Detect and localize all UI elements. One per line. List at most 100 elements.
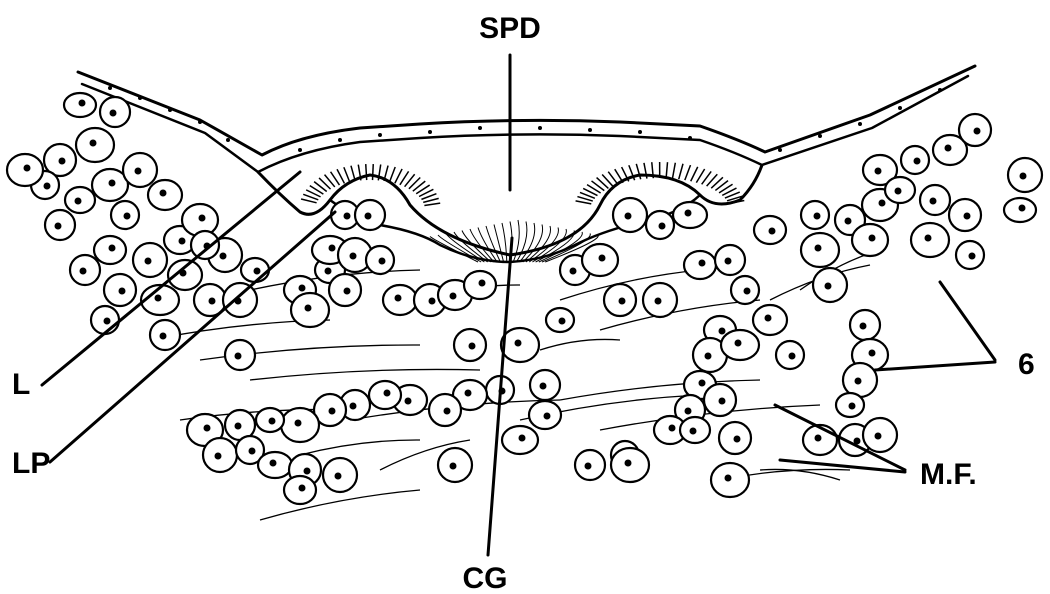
epithelium-nucleus — [898, 106, 902, 110]
cell-nucleus — [685, 210, 692, 217]
cilium — [423, 198, 438, 202]
cell-nucleus — [705, 353, 712, 360]
cell-nucleus — [335, 473, 342, 480]
cell-nucleus — [109, 245, 116, 252]
cilium — [672, 163, 675, 179]
cell-nucleus — [254, 268, 261, 275]
cell-nucleus — [895, 188, 902, 195]
cell-nucleus — [325, 268, 332, 275]
cell-nucleus — [365, 213, 372, 220]
muscle-fibers — [150, 250, 880, 520]
cell-nucleus — [930, 198, 937, 205]
cell-nucleus — [104, 318, 111, 325]
cell-nucleus — [135, 168, 142, 175]
lamellar-cilia — [301, 162, 744, 206]
cell-nucleus — [450, 293, 457, 300]
surface-epithelium — [78, 66, 975, 172]
cell-nucleus — [570, 268, 577, 275]
cilium — [395, 169, 402, 183]
cilium — [337, 169, 344, 183]
cell-nucleus — [235, 353, 242, 360]
cell-nucleus — [599, 255, 606, 262]
cell-nucleus — [559, 318, 566, 325]
cell-nucleus — [109, 180, 116, 187]
label-cg: CG — [463, 562, 508, 594]
cell-nucleus — [179, 238, 186, 245]
cell-nucleus — [974, 128, 981, 135]
cell-nucleus — [469, 343, 476, 350]
cell-nucleus — [405, 398, 412, 405]
cell-nucleus — [80, 268, 87, 275]
ganglion-fiber — [502, 223, 507, 262]
cell-nucleus — [669, 425, 676, 432]
cells — [7, 93, 1042, 504]
label-6: 6 — [1018, 348, 1035, 381]
fiber-strand — [760, 469, 840, 480]
cell-nucleus — [845, 218, 852, 225]
cell-nucleus — [625, 213, 632, 220]
ganglion-fiber — [516, 222, 527, 263]
cell-nucleus — [270, 460, 277, 467]
cell-nucleus — [619, 298, 626, 305]
cell-nucleus — [725, 475, 732, 482]
cell-nucleus — [344, 288, 351, 295]
cell-nucleus — [59, 158, 66, 165]
cell-nucleus — [295, 420, 302, 427]
cell-nucleus — [719, 328, 726, 335]
epithelium-nucleus — [108, 86, 112, 90]
epithelium-nucleus — [818, 134, 822, 138]
fiber-strand — [540, 339, 620, 350]
epithelium-nucleus — [138, 96, 142, 100]
epithelium-nucleus — [478, 126, 482, 130]
epithelium-nucleus — [428, 130, 432, 134]
cell-nucleus — [1019, 205, 1026, 212]
cell-nucleus — [690, 428, 697, 435]
cell-nucleus — [869, 350, 876, 357]
cilium — [691, 167, 698, 181]
six-leader-2 — [875, 362, 995, 370]
six-leader-1 — [940, 282, 995, 360]
cell-nucleus — [444, 408, 451, 415]
ganglion-fiber — [494, 225, 504, 263]
cilium — [351, 166, 355, 181]
epithelium-nucleus — [198, 120, 202, 124]
cell-nucleus — [215, 453, 222, 460]
cell-nucleus — [969, 253, 976, 260]
cell-nucleus — [815, 245, 822, 252]
cell-nucleus — [875, 433, 882, 440]
cell-nucleus — [789, 353, 796, 360]
cell-nucleus — [519, 435, 526, 442]
cilium — [696, 169, 704, 183]
cell-nucleus — [90, 140, 97, 147]
cell-nucleus — [299, 285, 306, 292]
cell-nucleus — [479, 280, 486, 287]
cell-nucleus — [395, 295, 402, 302]
cell-nucleus — [860, 323, 867, 330]
cell-nucleus — [384, 390, 391, 397]
cell-nucleus — [725, 258, 732, 265]
cell-nucleus — [110, 110, 117, 117]
cell-nucleus — [655, 298, 662, 305]
cell-nucleus — [269, 418, 276, 425]
cell-nucleus — [925, 235, 932, 242]
cell-nucleus — [515, 340, 522, 347]
cell-nucleus — [344, 213, 351, 220]
cell-nucleus — [964, 213, 971, 220]
cell-nucleus — [329, 245, 336, 252]
cell-nucleus — [429, 298, 436, 305]
epithelium-nucleus — [168, 108, 172, 112]
label-lp: LP — [12, 447, 50, 480]
leader-lines — [42, 55, 995, 555]
cell-nucleus — [544, 413, 551, 420]
cilium — [685, 165, 691, 180]
epithelium-nucleus — [688, 136, 692, 140]
epithelium-nucleus — [778, 148, 782, 152]
cell-nucleus — [685, 408, 692, 415]
fiber-strand — [250, 369, 480, 380]
label-l: L — [12, 368, 30, 401]
cilium — [666, 162, 667, 178]
epithelium-nucleus — [378, 133, 382, 137]
cell-nucleus — [879, 200, 886, 207]
cell-nucleus — [659, 223, 666, 230]
cell-nucleus — [450, 463, 457, 470]
